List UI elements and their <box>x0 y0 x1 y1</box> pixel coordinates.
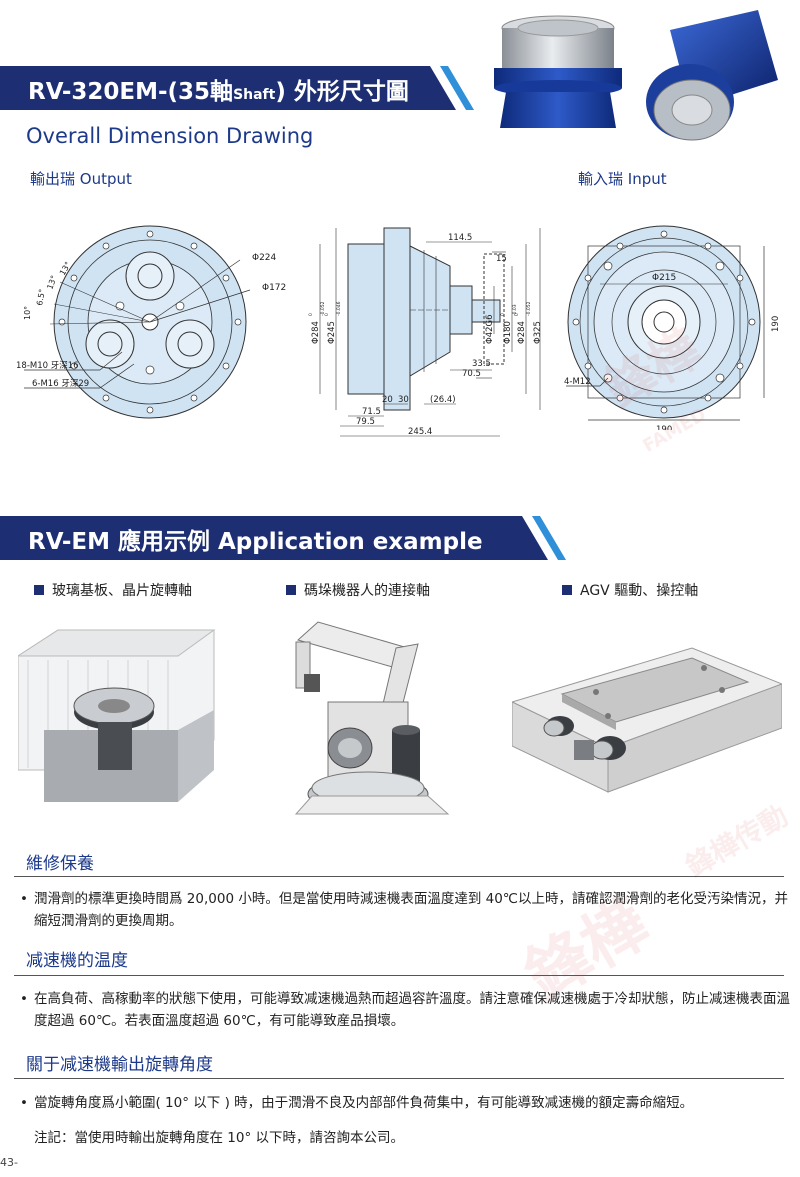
section-divider <box>14 876 784 877</box>
bullet-square-icon <box>562 585 572 595</box>
tol-284b-bot: -0.052 <box>526 301 532 316</box>
section-title-rotation-angle: 關于减速機輸出旋轉角度 <box>26 1055 213 1075</box>
page-number: 43- <box>0 1156 18 1169</box>
app-banner-shape <box>0 516 548 560</box>
bullet-square-icon <box>286 585 296 595</box>
hole-note-2: 6-M16 牙深29 <box>32 379 89 389</box>
hole-note-1: 18-M10 牙深16 <box>16 361 79 371</box>
app-caption-1: 玻璃基板、晶片旋轉軸 <box>34 580 192 600</box>
input-label: 輸入瑞 Input <box>578 170 667 188</box>
product-photo-angle <box>646 10 778 141</box>
dim-width-190: 190 <box>656 425 672 430</box>
tol-284-bot: -0.052 <box>320 301 326 316</box>
dim-len-79-5: 79.5 <box>356 417 375 427</box>
application-banner: RV-EM 應用示例 Application example <box>0 516 566 560</box>
application-title: RV-EM 應用示例 Application example <box>28 529 483 555</box>
dim-dia-284: Φ284 <box>311 321 321 344</box>
dim-len-30: 30 <box>398 395 409 405</box>
dim-len-114-5: 114.5 <box>448 233 472 243</box>
dim-len-33-5: 33.5 <box>472 359 491 369</box>
dim-len-71-5: 71.5 <box>362 407 381 417</box>
tol-245-bot: -0.046 <box>336 301 342 316</box>
hole-note-input: 4-M12 <box>564 377 591 387</box>
angle-13-a: 13° <box>45 274 58 290</box>
banner-shape <box>0 66 456 110</box>
dim-dia-215: Φ215 <box>652 273 676 283</box>
dim-len-245-4: 245.4 <box>408 427 432 437</box>
tol-284-top: 0 <box>308 313 314 316</box>
watermark-3: 鋒樺传動 <box>680 799 794 884</box>
app-image-palletizing-robot <box>294 621 450 815</box>
section-text-rotation-angle: •當旋轉角度爲小範圍( 10° 以下 ) 時，由于潤滑不良及内部部件負荷集中，有… <box>20 1095 694 1111</box>
dim-dia-172: Φ172 <box>262 283 286 293</box>
section-text-maintenance: •潤滑劑的標準更換時間爲 20,000 小時。但是當使用時減速機表面溫度達到 4… <box>20 891 788 929</box>
tol-284b-top: 0 <box>514 313 520 316</box>
dim-dia-224: Φ224 <box>252 253 277 263</box>
tol-180-bot: -0.03 <box>512 304 518 316</box>
dim-dia-325: Φ325 <box>533 321 543 344</box>
angle-6-5: 6.5° <box>35 288 47 306</box>
app-image-glass-substrate <box>18 629 216 802</box>
app-caption-3: AGV 驅動、操控軸 <box>562 580 698 600</box>
section-divider <box>14 975 784 976</box>
section-title-maintenance: 維修保養 <box>26 854 94 874</box>
product-photo-side <box>494 15 622 128</box>
section-text-temperature: •在高負荷、高稼動率的狀態下使用，可能導致减速機過熱而超過容許溫度。請注意確保减… <box>20 991 790 1029</box>
dim-height-190: 190 <box>771 316 781 332</box>
angle-10: 10° <box>23 306 32 320</box>
bullet-square-icon <box>34 585 44 595</box>
app-image-agv <box>512 647 782 793</box>
dim-dia-180: Φ180 <box>503 321 513 344</box>
output-view-drawing: Φ224 Φ172 10° 6.5° 13° 13° 18-M10 牙深16 6… <box>16 225 286 419</box>
app-caption-2: 碼垛機器人的連接軸 <box>286 580 430 600</box>
header-banner: RV-320EM-(35軸Shaft) 外形尺寸圖 <box>0 66 474 110</box>
side-view-drawing: 114.5 15 33.5 70.5 20 30 (26.4) 71.5 79.… <box>308 227 543 437</box>
input-view-drawing: Φ215 190 190 4-M12 <box>564 225 781 430</box>
page-title: RV-320EM-(35軸Shaft) 外形尺寸圖 <box>28 79 409 105</box>
section-title-temperature: 减速機的温度 <box>26 951 128 971</box>
note-text: 注記：當使用時輸出旋轉角度在 10° 以下時，請咨詢本公司。 <box>34 1130 405 1146</box>
subtitle: Overall Dimension Drawing <box>26 124 314 148</box>
dim-len-70-5: 70.5 <box>462 369 481 379</box>
dim-len-20: 20 <box>382 395 393 405</box>
dim-len-26-4: (26.4) <box>430 395 456 405</box>
tol-245-top: 0 <box>324 313 330 316</box>
section-divider <box>14 1078 784 1079</box>
output-label: 輸出瑞 Output <box>30 170 132 188</box>
dim-dia-42: Φ42G6 <box>485 314 495 344</box>
dim-len-15: 15 <box>496 254 507 264</box>
dim-dia-245: Φ245 <box>327 321 337 344</box>
tol-180-top: 0 <box>500 313 506 316</box>
dim-dia-284b: Φ284 <box>517 321 527 344</box>
